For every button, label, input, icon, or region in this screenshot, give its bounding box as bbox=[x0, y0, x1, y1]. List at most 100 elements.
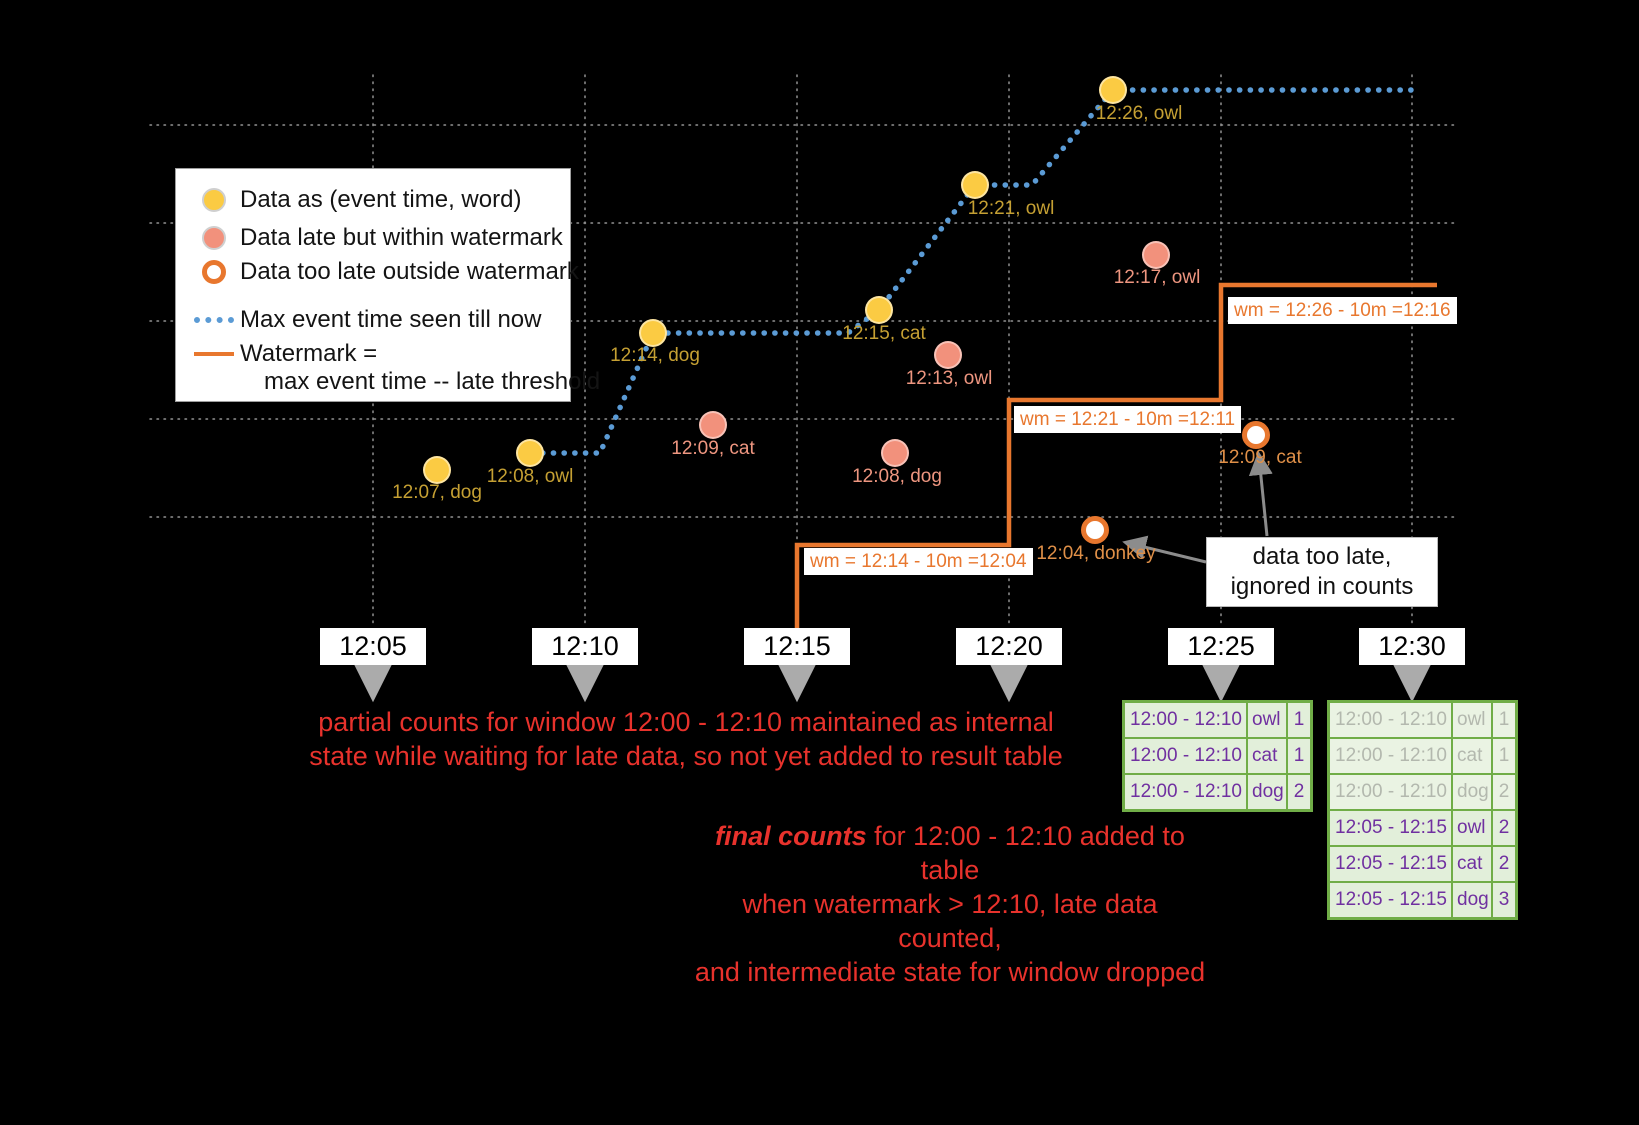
word-cell: dog bbox=[1452, 774, 1492, 810]
table-row-new: 12:05 - 12:15 cat 2 bbox=[1329, 846, 1516, 882]
word-cell: cat bbox=[1247, 738, 1287, 774]
legend-late-marker bbox=[202, 226, 226, 250]
legend-item-label-cont: max event time -- late threshold bbox=[264, 368, 601, 395]
partial-counts-line2: state while waiting for late data, so no… bbox=[309, 741, 1063, 771]
count-cell: 2 bbox=[1492, 774, 1516, 810]
word-cell: cat bbox=[1452, 738, 1492, 774]
final-counts-line1: final counts for 12:00 - 12:10 added to … bbox=[690, 819, 1210, 887]
window-cell: 12:00 - 12:10 bbox=[1124, 774, 1247, 810]
count-cell: 1 bbox=[1287, 738, 1311, 774]
window-cell: 12:05 - 12:15 bbox=[1329, 882, 1452, 918]
final-counts-note: final counts for 12:00 - 12:10 added to … bbox=[690, 819, 1210, 989]
count-cell: 3 bbox=[1492, 882, 1516, 918]
table-row-old: 12:00 - 12:10 cat 1 bbox=[1329, 738, 1516, 774]
too-late-note-line1: data too late, bbox=[1252, 543, 1392, 570]
point-label: 12:26, owl bbox=[1095, 103, 1183, 124]
count-cell: 1 bbox=[1287, 702, 1311, 738]
table-row: 12:00 - 12:10 dog 2 bbox=[1124, 774, 1311, 810]
point-toolate-1209-cat bbox=[1242, 421, 1270, 449]
final-counts-emphasis: final counts bbox=[715, 821, 867, 851]
table-row: 12:00 - 12:10 owl 1 bbox=[1124, 702, 1311, 738]
point-label: 12:09, cat bbox=[1218, 447, 1302, 468]
count-cell: 2 bbox=[1287, 774, 1311, 810]
count-cell: 2 bbox=[1492, 810, 1516, 846]
point-label: 12:21, owl bbox=[967, 198, 1055, 219]
word-cell: owl bbox=[1452, 702, 1492, 738]
x-tick-1220: 12:20 bbox=[956, 628, 1062, 665]
final-counts-line1-rest: for 12:00 - 12:10 added to table bbox=[866, 821, 1185, 885]
point-late-1213-owl bbox=[934, 341, 962, 369]
word-cell: owl bbox=[1452, 810, 1492, 846]
table-row-new: 12:05 - 12:15 dog 3 bbox=[1329, 882, 1516, 918]
word-cell: dog bbox=[1452, 882, 1492, 918]
legend-item-label: Data as (event time, word) bbox=[240, 186, 522, 213]
point-label: 12:14, dog bbox=[610, 345, 700, 366]
axis-trigger-arrows bbox=[352, 661, 1433, 703]
final-counts-line2: when watermark > 12:10, late data counte… bbox=[742, 889, 1158, 953]
point-label: 12:09, cat bbox=[671, 438, 755, 459]
point-ontime-1207-dog bbox=[423, 456, 451, 484]
count-cell: 2 bbox=[1492, 846, 1516, 882]
point-label: 12:08, dog bbox=[852, 466, 942, 487]
legend-item-label: Data too late outside watermark bbox=[240, 258, 579, 285]
watermark-label-2: wm = 12:21 - 10m =12:11 bbox=[1014, 406, 1242, 433]
table-row: 12:00 - 12:10 cat 1 bbox=[1124, 738, 1311, 774]
window-cell: 12:00 - 12:10 bbox=[1329, 774, 1452, 810]
x-tick-1230: 12:30 bbox=[1359, 628, 1465, 665]
point-ontime-1221-owl bbox=[961, 171, 989, 199]
legend-on-time-marker bbox=[202, 188, 226, 212]
watermark-line bbox=[794, 282, 1437, 630]
point-ontime-1208-owl bbox=[516, 439, 544, 467]
legend-max-event-line-sample bbox=[194, 317, 234, 323]
legend-item-label: Watermark = bbox=[240, 340, 378, 367]
legend-too-late-marker bbox=[202, 260, 226, 284]
legend: Data as (event time, word) Data late but… bbox=[175, 168, 600, 402]
window-cell: 12:05 - 12:15 bbox=[1329, 810, 1452, 846]
x-tick-1205: 12:05 bbox=[320, 628, 426, 665]
table-row-old: 12:00 - 12:10 dog 2 bbox=[1329, 774, 1516, 810]
too-late-note-line2: ignored in counts bbox=[1230, 573, 1414, 600]
point-late-1217-owl bbox=[1142, 241, 1170, 269]
window-cell: 12:00 - 12:10 bbox=[1329, 702, 1452, 738]
partial-counts-note: partial counts for window 12:00 - 12:10 … bbox=[300, 705, 1072, 773]
x-tick-1225: 12:25 bbox=[1168, 628, 1274, 665]
point-label: 12:13, owl bbox=[905, 368, 993, 389]
point-late-1208-dog bbox=[881, 439, 909, 467]
point-late-1209-cat bbox=[699, 411, 727, 439]
partial-counts-line1: partial counts for window 12:00 - 12:10 … bbox=[318, 707, 1054, 737]
count-cell: 1 bbox=[1492, 702, 1516, 738]
count-cell: 1 bbox=[1492, 738, 1516, 774]
legend-item-label: Data late but within watermark bbox=[240, 224, 563, 251]
point-label: 12:04, donkey bbox=[1036, 543, 1156, 564]
word-cell: owl bbox=[1247, 702, 1287, 738]
final-counts-line3: and intermediate state for window droppe… bbox=[694, 957, 1206, 987]
too-late-note-box: data too late, ignored in counts bbox=[1206, 537, 1438, 607]
x-tick-1210: 12:10 bbox=[532, 628, 638, 665]
watermark-label-1: wm = 12:14 - 10m =12:04 bbox=[804, 548, 1033, 575]
watermark-label-3: wm = 12:26 - 10m =12:16 bbox=[1228, 297, 1457, 324]
point-ontime-1215-cat bbox=[865, 296, 893, 324]
table-row-old: 12:00 - 12:10 owl 1 bbox=[1329, 702, 1516, 738]
gridlines bbox=[149, 74, 1456, 629]
legend-item-label: Max event time seen till now bbox=[240, 306, 542, 333]
window-cell: 12:00 - 12:10 bbox=[1124, 738, 1247, 774]
point-label: 12:07, dog bbox=[392, 482, 482, 503]
point-ontime-1214-dog bbox=[639, 319, 667, 347]
point-ontime-1226-owl bbox=[1099, 76, 1127, 104]
point-label: 12:08, owl bbox=[486, 466, 574, 487]
point-label: 12:15, cat bbox=[842, 323, 926, 344]
result-table-1230: 12:00 - 12:10 owl 1 12:00 - 12:10 cat 1 … bbox=[1327, 700, 1518, 920]
word-cell: dog bbox=[1247, 774, 1287, 810]
too-late-annotation-arrows bbox=[1122, 451, 1273, 564]
table-row-new: 12:05 - 12:15 owl 2 bbox=[1329, 810, 1516, 846]
x-tick-1215: 12:15 bbox=[744, 628, 850, 665]
window-cell: 12:00 - 12:10 bbox=[1124, 702, 1247, 738]
legend-watermark-line-sample bbox=[194, 352, 234, 356]
word-cell: cat bbox=[1452, 846, 1492, 882]
point-label: 12:17, owl bbox=[1113, 267, 1201, 288]
window-cell: 12:05 - 12:15 bbox=[1329, 846, 1452, 882]
window-cell: 12:00 - 12:10 bbox=[1329, 738, 1452, 774]
max-event-time-line bbox=[529, 87, 1418, 456]
